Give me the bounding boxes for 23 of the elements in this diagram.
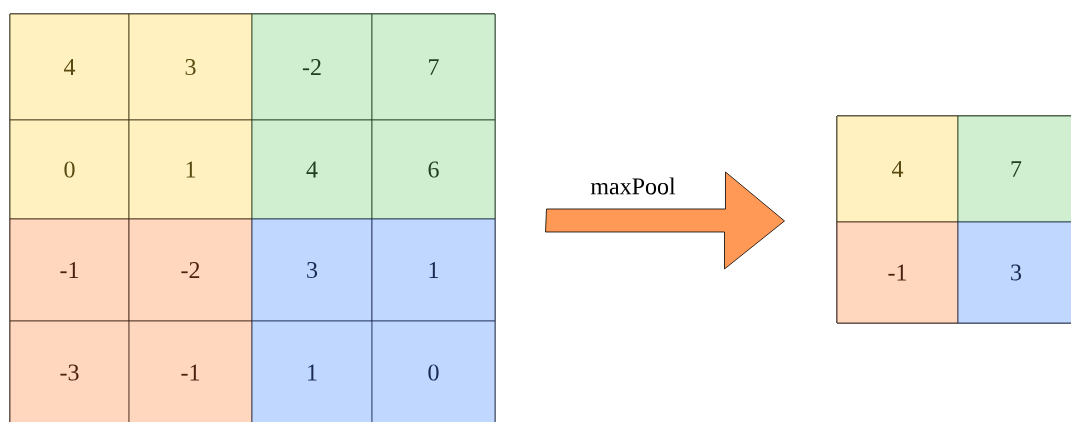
grid-cell: -1 [836,221,959,324]
grid-cell: 3 [251,218,373,322]
grid-cell: 1 [251,320,373,422]
grid-cell: 7 [957,115,1071,223]
grid-cell: -1 [128,320,253,422]
grid-cell: -1 [9,218,130,322]
edge-label: maxPool [590,177,676,195]
grid-cell: 0 [9,119,130,220]
grid-cell: 7 [371,13,496,121]
grid-cell: 1 [128,119,253,220]
grid-cell: -2 [128,218,253,322]
grid-cell: 3 [957,221,1071,324]
grid-cell: -3 [9,320,130,422]
block-arrow [545,171,785,270]
grid-cell: 6 [371,119,496,220]
grid-cell: 0 [371,320,496,422]
grid-cell: 4 [9,13,130,121]
grid-cell: 4 [836,115,959,223]
grid-cell: 3 [128,13,253,121]
grid-cell: 4 [251,119,373,220]
node-label: 1 [308,364,317,381]
grid-cell: -2 [251,13,373,121]
grid-cell: 1 [371,218,496,322]
